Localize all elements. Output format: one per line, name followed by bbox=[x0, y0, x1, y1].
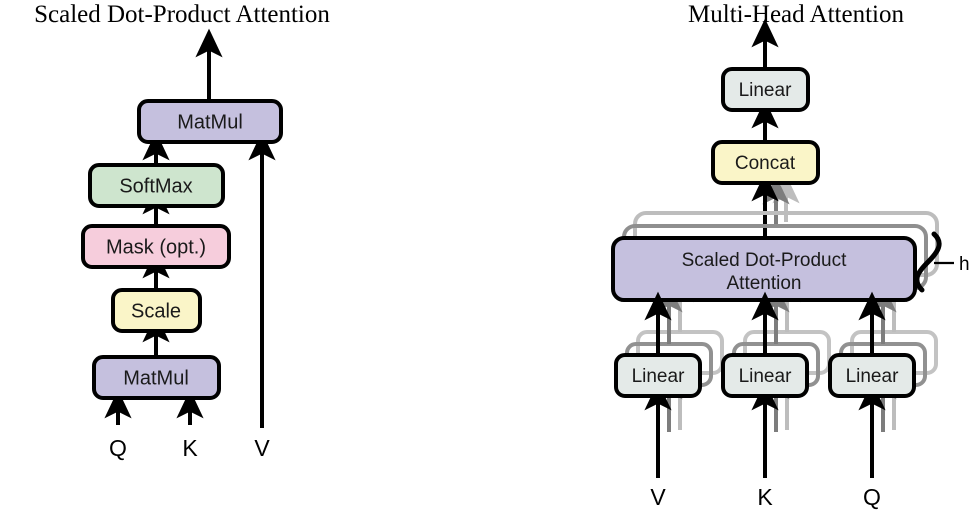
node-mask-label: Mask (opt.) bbox=[106, 236, 206, 258]
node-scale-label: Scale bbox=[131, 300, 181, 322]
panel-multi-head-attention: Multi-Head Attention bbox=[611, 1, 970, 510]
node-linear-v[interactable]: Linear bbox=[614, 353, 702, 398]
node-attention-label-line1: Scaled Dot-Product bbox=[682, 250, 847, 271]
node-mask-shape bbox=[81, 224, 231, 269]
input-label-q: Q bbox=[109, 435, 127, 461]
node-mask[interactable]: Mask (opt.) bbox=[81, 224, 231, 269]
panel-title-multi-head-attention: Multi-Head Attention bbox=[688, 1, 904, 28]
node-linear-v-label: Linear bbox=[632, 366, 685, 387]
node-concat-label: Concat bbox=[735, 153, 796, 174]
node-linear-k[interactable]: Linear bbox=[721, 353, 809, 398]
node-linear-v-shape bbox=[614, 353, 702, 398]
node-scale[interactable]: Scale bbox=[111, 288, 202, 333]
input-label-k: K bbox=[182, 435, 198, 461]
node-matmul-bottom-label: MatMul bbox=[123, 367, 189, 389]
mha-input-label-v: V bbox=[650, 484, 666, 510]
node-scale-shape bbox=[111, 288, 202, 333]
node-linear-out-shape bbox=[721, 67, 810, 112]
node-softmax-label: SoftMax bbox=[119, 175, 192, 197]
node-linear-q[interactable]: Linear bbox=[828, 353, 916, 398]
heads-count-label: h bbox=[959, 254, 970, 275]
heads-brace bbox=[914, 231, 942, 293]
node-matmul-top-label: MatMul bbox=[177, 111, 243, 133]
mha-input-label-q: Q bbox=[863, 484, 881, 510]
panel-scaled-dot-product-attention: Scaled Dot-Product Attention MatMul Soft… bbox=[34, 1, 330, 461]
node-softmax[interactable]: SoftMax bbox=[88, 163, 225, 208]
node-matmul-bottom[interactable]: MatMul bbox=[92, 355, 221, 400]
node-matmul-top[interactable]: MatMul bbox=[137, 99, 283, 144]
node-linear-q-label: Linear bbox=[846, 366, 899, 387]
node-linear-q-shape bbox=[828, 353, 916, 398]
node-linear-k-shape bbox=[721, 353, 809, 398]
node-attention-label-line2: Attention bbox=[727, 273, 802, 294]
node-matmul-bottom-shape bbox=[92, 355, 221, 400]
node-linear-out[interactable]: Linear bbox=[721, 67, 810, 112]
node-concat-shape bbox=[711, 140, 820, 185]
node-concat[interactable]: Concat bbox=[711, 140, 820, 185]
node-linear-k-label: Linear bbox=[739, 366, 792, 387]
node-linear-out-label: Linear bbox=[739, 80, 792, 101]
input-label-v: V bbox=[254, 435, 270, 461]
node-matmul-top-shape bbox=[137, 99, 283, 144]
mha-input-label-k: K bbox=[757, 484, 773, 510]
node-softmax-shape bbox=[88, 163, 225, 208]
node-scaled-dot-product-attention[interactable]: Scaled Dot-Product Attention bbox=[611, 236, 917, 302]
panel-title-scaled-dot-product-attention: Scaled Dot-Product Attention bbox=[34, 1, 330, 28]
